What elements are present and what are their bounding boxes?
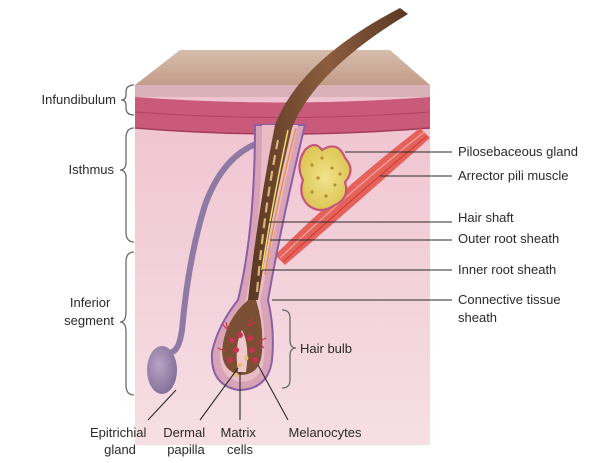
label-isthmus: Isthmus <box>68 162 114 177</box>
epidermis-layer <box>135 85 430 97</box>
brace-inferior-segment <box>119 251 135 396</box>
label-dermal-papilla-line1: Dermal <box>163 425 205 440</box>
skin-block <box>134 50 431 445</box>
label-infundibulum: Infundibulum <box>42 92 116 107</box>
label-inner-root-sheath: Inner root sheath <box>458 262 556 277</box>
label-connective-tissue-sheath: Connective tissue sheath <box>458 292 564 325</box>
brace-isthmus <box>119 127 135 243</box>
epitrichial-gland-shape <box>147 137 271 394</box>
label-connective-tissue-sheath-line2: sheath <box>458 310 497 325</box>
label-connective-tissue-sheath-line1: Connective tissue <box>458 292 561 307</box>
pilosebaceous-gland-shape <box>298 143 352 212</box>
medulla <box>255 139 280 293</box>
matrix-cells-cluster <box>227 332 258 378</box>
brace-infundibulum <box>120 84 135 116</box>
hair-shaft-shape <box>248 8 408 300</box>
brace-hair-bulb <box>281 309 297 389</box>
arrector-pili-muscle-shape <box>275 128 430 265</box>
label-matrix-cells-line2: cells <box>227 442 254 457</box>
label-inferior-segment-line1: Inferior <box>70 295 111 310</box>
label-dermal-papilla: Dermal papilla <box>163 425 209 457</box>
label-matrix-cells: Matrix cells <box>220 425 259 457</box>
label-arrector-pili-muscle: Arrector pili muscle <box>458 168 569 183</box>
label-epitrichial-gland-line1: Epitrichial <box>90 425 146 440</box>
orange-sheath-line <box>264 127 297 276</box>
label-epitrichial-gland-line2: gland <box>104 442 136 457</box>
epidermis-surface <box>135 50 430 85</box>
melanocytes-cluster <box>217 317 267 353</box>
dermal-papilla-shape <box>236 330 248 372</box>
label-matrix-cells-line1: Matrix <box>220 425 256 440</box>
label-hair-shaft: Hair shaft <box>458 210 514 225</box>
label-dermal-papilla-line2: papilla <box>167 442 205 457</box>
inner-root-sheath-line <box>261 129 289 271</box>
label-pilosebaceous-gland: Pilosebaceous gland <box>458 144 578 159</box>
label-melanocytes: Melanocytes <box>289 425 362 440</box>
label-inferior-segment-line2: segment <box>64 313 114 328</box>
label-epitrichial-gland: Epitrichial gland <box>90 425 150 457</box>
hair-follicle-shape <box>210 8 408 392</box>
label-inferior-segment: Inferior segment <box>64 295 114 328</box>
label-outer-root-sheath: Outer root sheath <box>458 231 559 246</box>
label-hair-bulb: Hair bulb <box>300 341 352 356</box>
